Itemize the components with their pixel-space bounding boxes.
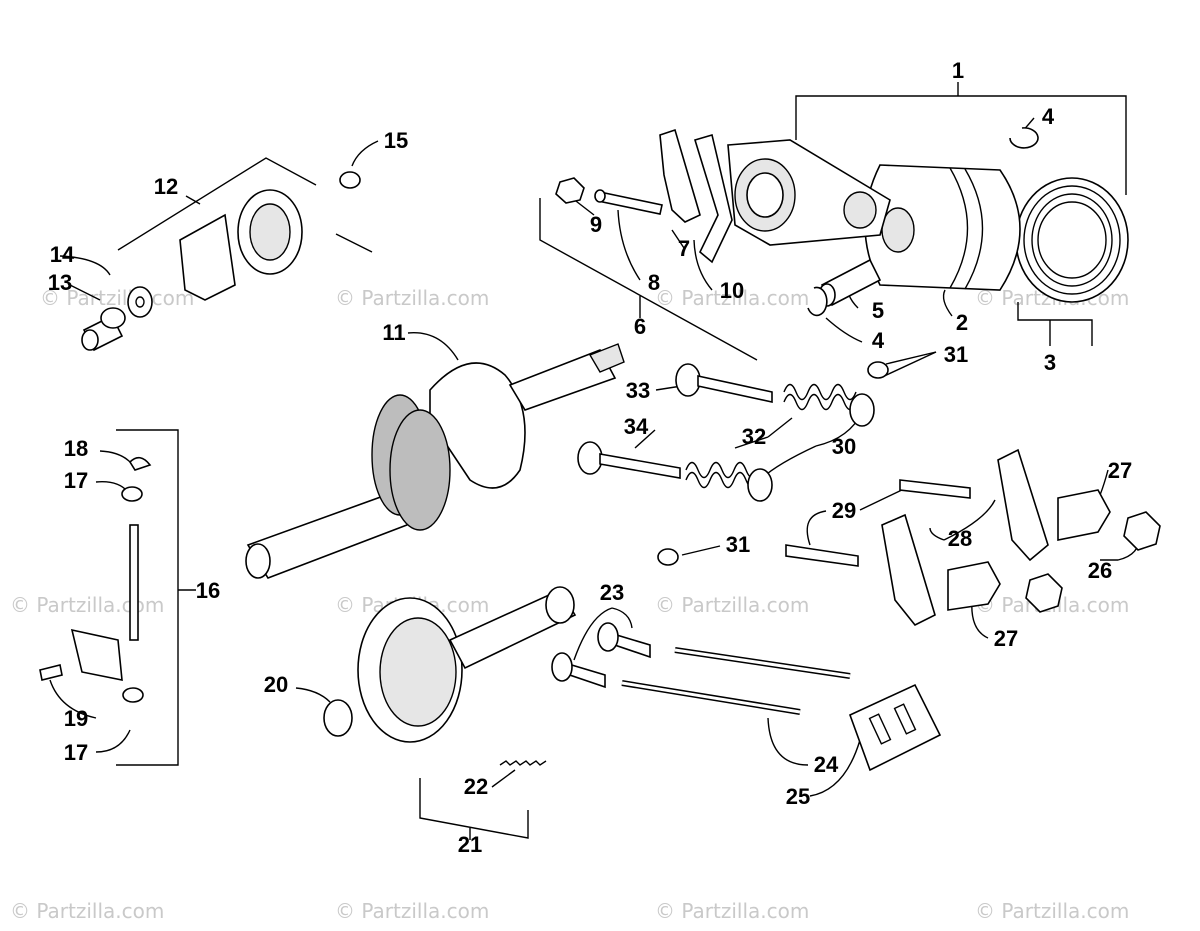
rod-cap-plate bbox=[693, 133, 733, 264]
callout-28: 28 bbox=[948, 526, 972, 551]
rod-cap-plate bbox=[659, 128, 701, 223]
callout-labels: 1 2 3 4 4 5 6 7 8 9 10 11 12 13 14 15 16… bbox=[48, 58, 1132, 857]
callout-29: 29 bbox=[832, 498, 856, 523]
callout-27: 27 bbox=[1108, 458, 1132, 483]
callout-16: 16 bbox=[196, 578, 220, 603]
callout-24: 24 bbox=[814, 752, 839, 777]
piston-rings bbox=[1015, 177, 1129, 303]
callout-4: 4 bbox=[872, 328, 885, 353]
callout-23: 23 bbox=[600, 580, 624, 605]
watermark: © Partzilla.com bbox=[335, 286, 489, 310]
rocker-studs bbox=[785, 479, 971, 567]
callout-27: 27 bbox=[994, 626, 1018, 651]
washer-icon bbox=[323, 699, 353, 737]
governor-assembly bbox=[81, 171, 373, 352]
rocker-arm bbox=[997, 448, 1049, 562]
connecting-rod bbox=[727, 139, 891, 246]
callout-17: 17 bbox=[64, 740, 88, 765]
watermark: © Partzilla.com bbox=[975, 899, 1129, 923]
rocker-pivots bbox=[947, 489, 1111, 611]
callout-26: 26 bbox=[1088, 558, 1112, 583]
callout-19: 19 bbox=[64, 706, 88, 731]
piston bbox=[864, 164, 1021, 291]
callout-22: 22 bbox=[464, 774, 488, 799]
valve-keeper bbox=[867, 361, 889, 379]
nut-icon bbox=[1123, 511, 1161, 551]
circlip-icon bbox=[807, 286, 828, 317]
watermark: © Partzilla.com bbox=[655, 899, 809, 923]
watermark: © Partzilla.com bbox=[335, 899, 489, 923]
valve-keeper bbox=[657, 548, 679, 566]
tappets bbox=[551, 622, 651, 689]
leader-lines bbox=[49, 82, 1141, 840]
circlip-icon bbox=[1009, 127, 1039, 149]
callout-32: 32 bbox=[742, 424, 766, 449]
callout-5: 5 bbox=[872, 298, 884, 323]
spring-retainer bbox=[747, 468, 773, 502]
callout-10: 10 bbox=[720, 278, 744, 303]
guide-plate bbox=[848, 683, 942, 772]
callout-30: 30 bbox=[832, 434, 856, 459]
callout-4: 4 bbox=[1042, 104, 1055, 129]
callout-18: 18 bbox=[64, 436, 88, 461]
camshaft bbox=[357, 586, 577, 743]
callout-11: 11 bbox=[382, 320, 405, 345]
callout-15: 15 bbox=[384, 128, 408, 153]
callout-14: 14 bbox=[50, 242, 75, 267]
callout-7: 7 bbox=[678, 236, 690, 261]
callout-31: 31 bbox=[726, 532, 750, 557]
governor-shaft-assembly bbox=[39, 456, 152, 703]
callout-2: 2 bbox=[956, 310, 968, 335]
callout-12: 12 bbox=[154, 174, 178, 199]
valve-springs bbox=[685, 383, 857, 489]
valves bbox=[577, 363, 773, 479]
callout-6: 6 bbox=[634, 314, 646, 339]
callout-31: 31 bbox=[944, 342, 968, 367]
spring-icon bbox=[499, 760, 547, 766]
callout-20: 20 bbox=[264, 672, 288, 697]
crankshaft bbox=[245, 343, 625, 579]
watermark: © Partzilla.com bbox=[10, 899, 164, 923]
callout-21: 21 bbox=[458, 832, 482, 857]
watermark: © Partzilla.com bbox=[655, 286, 809, 310]
callout-17: 17 bbox=[64, 468, 88, 493]
callout-9: 9 bbox=[590, 212, 602, 237]
watermark: © Partzilla.com bbox=[40, 286, 194, 310]
callout-8: 8 bbox=[648, 270, 660, 295]
nut-icon bbox=[555, 177, 585, 204]
piston-pin bbox=[818, 258, 882, 307]
watermark: © Partzilla.com bbox=[10, 593, 164, 617]
watermark: © Partzilla.com bbox=[655, 593, 809, 617]
rod-bolt bbox=[594, 189, 663, 215]
callout-13: 13 bbox=[48, 270, 72, 295]
callout-1: 1 bbox=[952, 58, 964, 83]
nut-icon bbox=[1025, 573, 1063, 613]
callout-33: 33 bbox=[626, 378, 650, 403]
spring-retainer bbox=[849, 393, 875, 427]
callout-34: 34 bbox=[624, 414, 649, 439]
rocker-arm bbox=[881, 513, 936, 627]
callout-25: 25 bbox=[786, 784, 810, 809]
callout-3: 3 bbox=[1044, 350, 1056, 375]
